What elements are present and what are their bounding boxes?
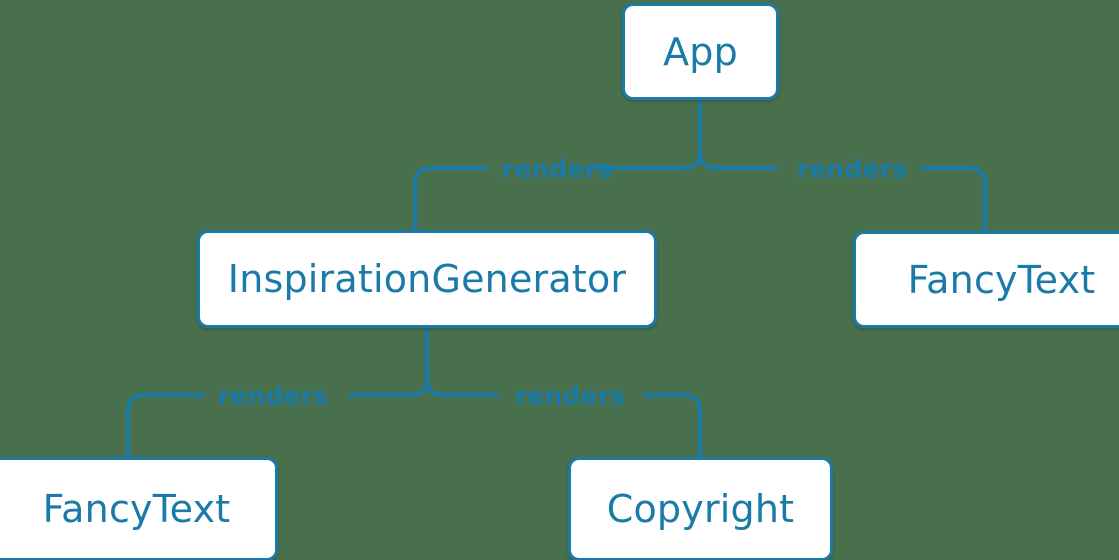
node-fancy-text-bottom-label: FancyText (42, 487, 231, 531)
node-app-label: App (663, 29, 738, 74)
node-copyright-label: Copyright (606, 487, 795, 531)
edge-app-stem (682, 97, 702, 170)
node-inspiration-generator[interactable]: InspirationGenerator (197, 230, 657, 328)
edge-ig-stem (409, 325, 429, 397)
node-app[interactable]: App (622, 3, 779, 100)
edge-app-stem-right (698, 150, 718, 170)
edge-top-right-drop (920, 166, 987, 233)
node-fancy-text-bottom[interactable]: FancyText (0, 457, 278, 560)
node-copyright[interactable]: Copyright (568, 457, 833, 560)
edge-label-inspiration-generator-renders-fancy-text: renders (217, 381, 329, 411)
edge-ig-stem-right (425, 377, 445, 397)
node-inspiration-generator-label: InspirationGenerator (227, 257, 627, 301)
edge-label-app-renders-fancy-text: renders (796, 154, 908, 184)
node-fancy-text-right[interactable]: FancyText (853, 231, 1119, 328)
edge-label-inspiration-generator-renders-copyright: renders (514, 381, 626, 411)
edge-top-left-drop (413, 166, 489, 232)
edge-bottom-left-drop (126, 393, 205, 459)
node-fancy-text-right-label: FancyText (907, 257, 1096, 302)
edge-label-app-renders-inspiration-generator: renders (501, 154, 613, 184)
edge-bottom-right-drop (643, 393, 702, 459)
